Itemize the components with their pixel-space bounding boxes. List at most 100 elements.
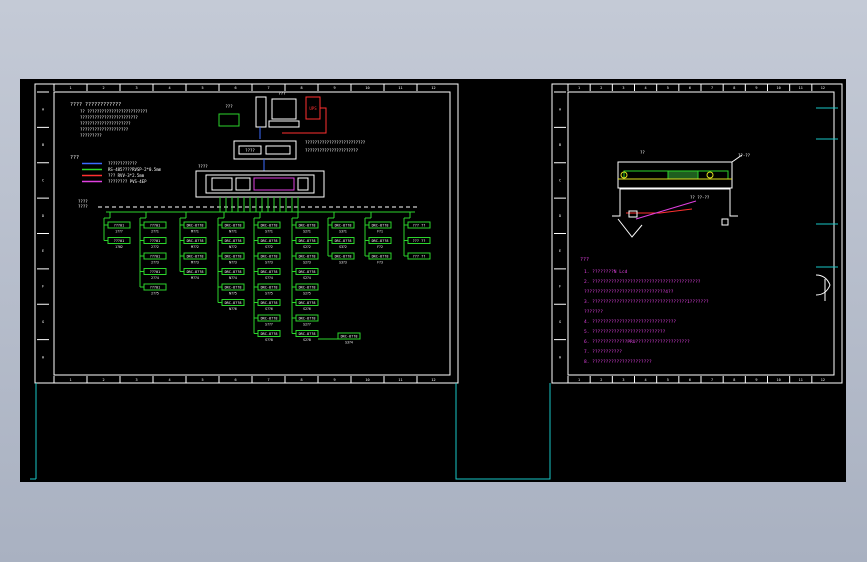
host-tower-icon [255,96,267,128]
grid-number: 12 [821,86,825,90]
module-id: DRC-8??8 [299,301,316,305]
left-note-line: ???????????????????? [80,127,129,132]
printer-label: ??? [225,104,233,109]
module-id: DRC-8??8 [372,255,389,259]
controller-module [295,314,319,322]
grid-number: 9 [755,378,757,382]
grid-number: 4 [645,378,647,382]
controller-module [295,252,319,260]
controller-module [331,237,355,244]
module-tag: N??6 [229,307,237,311]
legend-entry: ??? RVV-3*2.5mm [108,173,145,178]
left-sheet-inner-frame [53,91,451,376]
grid-letter: D [559,214,561,218]
grid-number: 5 [201,378,203,382]
grid-letter: A [559,108,562,112]
module-id: DRC-8??8 [225,224,242,228]
module-id: DRC-8??8 [187,270,204,274]
module-id: DRC-8??8 [261,317,278,321]
controller-module [257,330,281,337]
module-id: DRC-8??8 [261,239,278,243]
module-id: ??? ?? [413,255,426,259]
module-tag: M??3 [191,261,199,265]
right-note-line: 2. ?????????????????????????????????????… [584,279,701,285]
right-note-line: 5. ??????????????????????????? [584,329,666,335]
grid-number: 5 [201,86,203,90]
module-tag: S3?3 [339,261,347,265]
module-tag: F?3 [377,261,383,265]
grid-number: 12 [431,378,435,382]
left-sheet-outer-frame [34,83,459,384]
legend-entry: ???????? PVS-4EP [108,179,147,184]
module-id: DRC-8??8 [261,286,278,290]
module-id: DRC-8??8 [299,224,316,228]
module-id: DRC-8??8 [225,239,242,243]
legend-title: ??? [70,155,79,161]
module-id: DRC-8??8 [261,270,278,274]
controller-module [183,221,207,229]
grid-number: 6 [234,378,236,382]
left-note-line: ???????????????????????? [80,115,138,120]
module-tag: N??2 [229,245,237,249]
module-id: DRC-8??8 [187,255,204,259]
grid-number: 7 [711,86,713,90]
module-tag: N??1 [229,230,237,234]
grid-number: 4 [168,86,170,90]
left-notes-title: ???? ???????????? [70,102,121,108]
controller-module [143,283,167,291]
grid-letter: G [42,320,44,324]
grid-number: 4 [168,378,170,382]
module-id: DRC-8??8 [299,239,316,243]
controller-module [295,221,319,229]
grid-number: 6 [234,86,236,90]
workstation: ??? ??? UPS [218,91,327,139]
grid-number: 11 [398,86,402,90]
controller-module [221,237,245,244]
grid-number: 10 [365,378,369,382]
grid-number: 3 [622,86,624,90]
grid-number: 2 [102,378,104,382]
detail-mark: ?? [640,150,645,155]
controller-module [295,330,319,337]
module-id: DRC-8??8 [335,255,352,259]
controller-module [368,221,392,229]
controller-module [221,283,245,291]
controller-module [221,268,245,275]
module-tag: S??7 [265,323,273,327]
right-note-line: 3. ???????????????????????????????????1?… [584,299,709,305]
grid-number: 12 [431,86,435,90]
left-note-line: ?? ????????????????????????? [80,109,148,114]
module-tag: 1??? [115,230,123,234]
controller-module [368,252,392,260]
module-tag: S??5 [265,292,273,296]
controller-module [143,221,167,229]
grid-number: 11 [398,378,402,382]
module-id: DRC-8??8 [261,332,278,336]
controller-module [331,221,355,229]
module-tag: S2?4 [303,276,311,280]
grid-letter: B [559,143,561,147]
controller-module [221,299,245,306]
module-tag: M??1 [191,230,199,234]
module-id: DRC-8??8 [225,301,242,305]
controller-module [295,268,319,275]
controller-module [407,237,431,244]
grid-letter: H [559,355,561,359]
controller-module [183,268,207,275]
controller-module [368,237,392,244]
grid-letter: E [559,249,561,253]
right-note-line: 4. ??????????????????????????????? [584,319,676,325]
controller-module [257,237,281,244]
switch-box [233,140,297,160]
grid-number: 9 [755,86,757,90]
grid-letter: F [559,285,561,289]
module-tag: M??2 [191,245,199,249]
legend: ????????????RS-485????RVSP-2*0.5mm??? RV… [82,161,162,184]
module-tag: S??8 [265,338,273,342]
right-note-line: 8. ?????????????????????? [584,359,652,365]
